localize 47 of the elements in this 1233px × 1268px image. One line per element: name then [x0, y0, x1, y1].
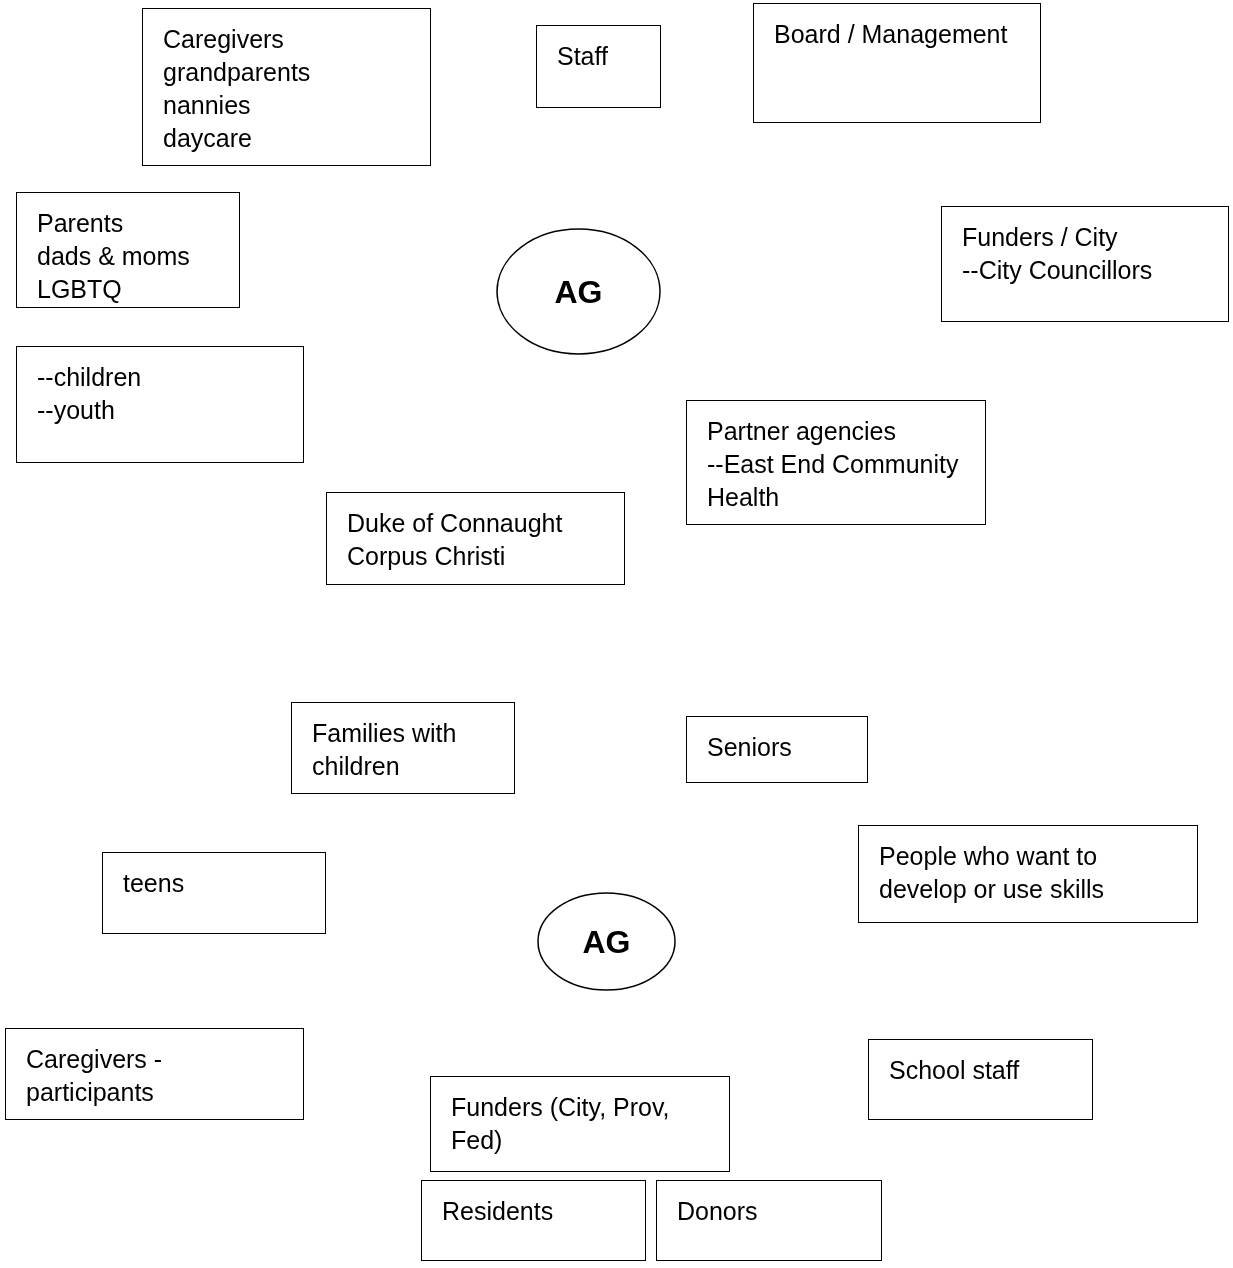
label-box [753, 3, 1041, 123]
node-label: --East End Community Health [707, 449, 960, 513]
ellipse-node [537, 892, 676, 991]
label-box [686, 400, 986, 525]
label-box [5, 1028, 304, 1120]
node-label: Caregivers - participants [26, 1044, 164, 1108]
ellipse-node [496, 228, 661, 355]
label-box [686, 716, 868, 783]
node-label: --youth [37, 395, 116, 426]
node-label: Residents [442, 1196, 555, 1227]
label-box [142, 8, 431, 166]
node-label: grandparents [163, 57, 312, 88]
label-box [16, 192, 240, 308]
node-label: --City Councillors [962, 255, 1154, 286]
label-box [868, 1039, 1093, 1120]
label-box [326, 492, 625, 585]
node-label: --children [37, 362, 143, 393]
label-box [291, 702, 515, 794]
label-box [102, 852, 326, 934]
node-label: Seniors [707, 732, 793, 763]
node-label: Caregivers [163, 24, 285, 55]
node-label: People who want to develop or use skills [879, 841, 1106, 905]
node-label: Partner agencies [707, 416, 897, 447]
node-label: daycare [163, 123, 253, 154]
node-label: Families with children [312, 718, 458, 782]
node-label: dads & moms [37, 241, 191, 272]
node-label: AG [582, 922, 631, 961]
node-label: Corpus Christi [347, 541, 507, 572]
label-box [16, 346, 304, 463]
node-label: teens [123, 868, 186, 899]
label-box [430, 1076, 730, 1172]
node-label: Duke of Connaught [347, 508, 564, 539]
node-label: Parents [37, 208, 125, 239]
node-label: LGBTQ [37, 274, 123, 305]
node-label: Donors [677, 1196, 759, 1227]
node-label: Board / Management [774, 19, 1009, 50]
node-label: nannies [163, 90, 252, 121]
label-box [941, 206, 1229, 322]
node-label: Funders (City, Prov, Fed) [451, 1092, 671, 1156]
node-label: Staff [557, 41, 609, 72]
node-label: School staff [889, 1055, 1021, 1086]
label-box [858, 825, 1198, 923]
label-box [656, 1180, 882, 1261]
label-box [536, 25, 661, 108]
label-box [421, 1180, 646, 1261]
node-label: AG [554, 272, 603, 311]
node-label: Funders / City [962, 222, 1119, 253]
